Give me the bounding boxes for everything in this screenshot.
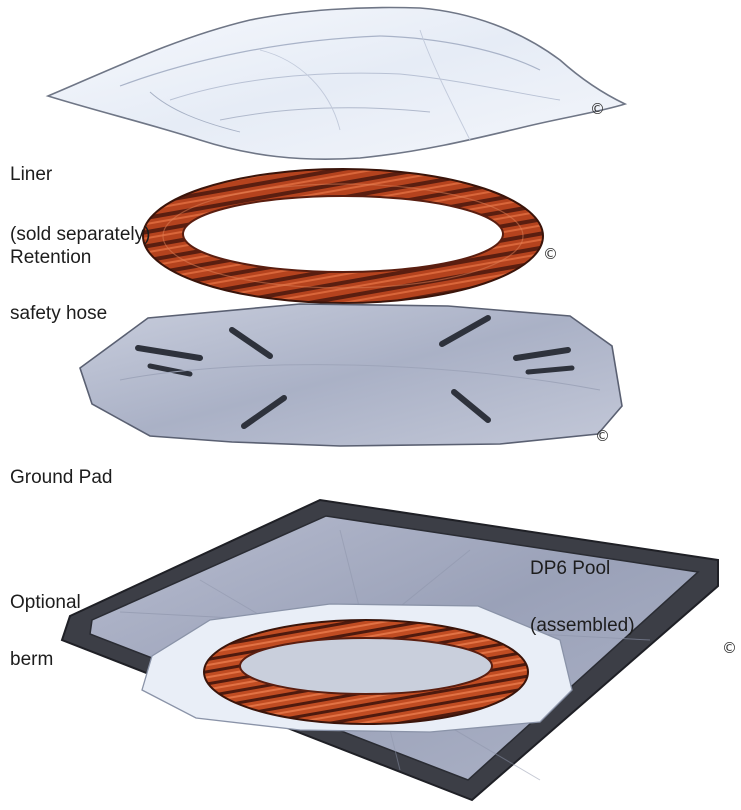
hose-label: Retention safety hose (10, 208, 107, 344)
ground-pad-label: Ground Pad (10, 428, 112, 508)
pool-copyright-mark: © (722, 639, 737, 657)
pool-label-line1: DP6 Pool (530, 559, 635, 579)
liner-copyright-mark: © (590, 100, 605, 118)
pool-label: DP6 Pool (assembled) (530, 519, 635, 656)
hose-copyright-mark: © (543, 245, 558, 263)
pool-label-line2: (assembled) (530, 616, 635, 636)
berm-label-line2: berm (10, 650, 81, 670)
retention-hose-ring (143, 169, 543, 303)
berm-label: Optional berm (10, 553, 81, 690)
pad-copyright-mark: © (595, 427, 610, 445)
liner-label-line1: Liner (10, 165, 150, 185)
ground-pad-label-text: Ground Pad (10, 468, 112, 488)
hose-label-line1: Retention (10, 248, 107, 268)
ground-pad (80, 304, 622, 446)
berm-label-line1: Optional (10, 593, 81, 613)
hose-label-line2: safety hose (10, 304, 107, 324)
